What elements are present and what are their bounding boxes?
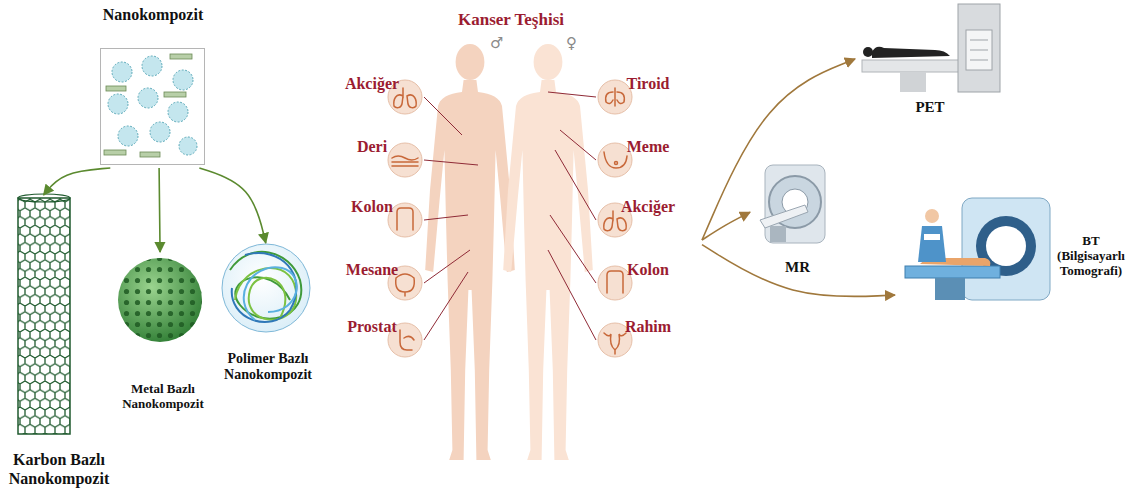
node-label: Rahim	[598, 318, 698, 336]
node-label: Polimer Bazlı Nanokompozit	[212, 351, 324, 383]
flow-arrow	[702, 59, 855, 240]
mr-device: MR	[750, 160, 845, 276]
organ-item: Akciğer	[598, 194, 698, 234]
organ-item: Meme	[598, 134, 698, 174]
node-label: Mesane	[322, 261, 422, 279]
node-label: Akciğer	[322, 75, 422, 93]
organ-item: Rahim	[598, 314, 698, 354]
organ-item: Mesane	[322, 257, 422, 297]
node-label: Nanokompozit	[92, 6, 214, 24]
node-label: BT (Bilgisayarlı Tomografi)	[1051, 234, 1131, 279]
organ-item: Kolon	[598, 257, 698, 297]
metal-nanocomposite: Metal Bazlı Nanokompozit	[114, 252, 212, 412]
flow-arrow	[44, 168, 111, 195]
node-label: PET	[855, 99, 1005, 116]
organ-icon-slot	[384, 137, 418, 171]
polymer-nanocomposite: Polimer Bazlı Nanokompozit	[212, 243, 324, 383]
pet-scanner	[862, 4, 1000, 92]
flow-arrow	[702, 245, 895, 297]
polymer-sphere	[222, 244, 310, 332]
leader-lines	[424, 92, 596, 340]
organ-item: Akciğer	[322, 71, 422, 111]
node-label: Prostat	[322, 318, 422, 336]
flow-arrow	[199, 168, 265, 243]
female-figure	[503, 44, 593, 460]
node-label: Akciğer	[598, 198, 698, 216]
nanocomposite-particles	[100, 48, 205, 165]
carbon-nanocomposite: Karbon Bazlı Nanokompozit	[4, 195, 114, 488]
organ-icons	[388, 80, 632, 357]
node-label: Kolon	[598, 261, 698, 279]
carbon-nanotube	[18, 194, 70, 434]
node-label: Kanser Teşhisi	[320, 10, 702, 30]
mr-scanner	[760, 165, 825, 243]
flow-arrow	[158, 168, 161, 252]
cancer-diagnosis-group: AkciğerDeriKolonMesaneProstatTiroidMemeA…	[320, 6, 702, 474]
flow-arrow	[702, 212, 750, 240]
node-label: Deri	[322, 138, 422, 156]
node-label: Tiroid	[598, 75, 698, 93]
male-figure	[425, 44, 515, 460]
ct-device: BT (Bilgisayarlı Tomografi)	[895, 190, 1133, 330]
node-label: Kolon	[322, 198, 422, 216]
organ-item: Deri	[322, 134, 422, 174]
organ-item: Kolon	[322, 194, 422, 234]
metal-sphere	[118, 258, 202, 342]
organ-item: Prostat	[322, 314, 422, 354]
node-label: MR	[750, 259, 845, 276]
gender-symbol: ♀	[566, 34, 577, 52]
pet-device: PET	[855, 2, 1005, 116]
nanocomposite-box: Nanokompozit	[92, 4, 214, 168]
node-label: Karbon Bazlı Nanokompozit	[4, 451, 114, 488]
gender-symbol: ♂	[490, 34, 503, 52]
ct-scanner	[905, 198, 1050, 300]
node-label: Meme	[598, 138, 698, 156]
organ-item: Tiroid	[598, 71, 698, 111]
node-label: Metal Bazlı Nanokompozit	[114, 382, 212, 412]
nanocomposite-frame	[100, 48, 205, 165]
